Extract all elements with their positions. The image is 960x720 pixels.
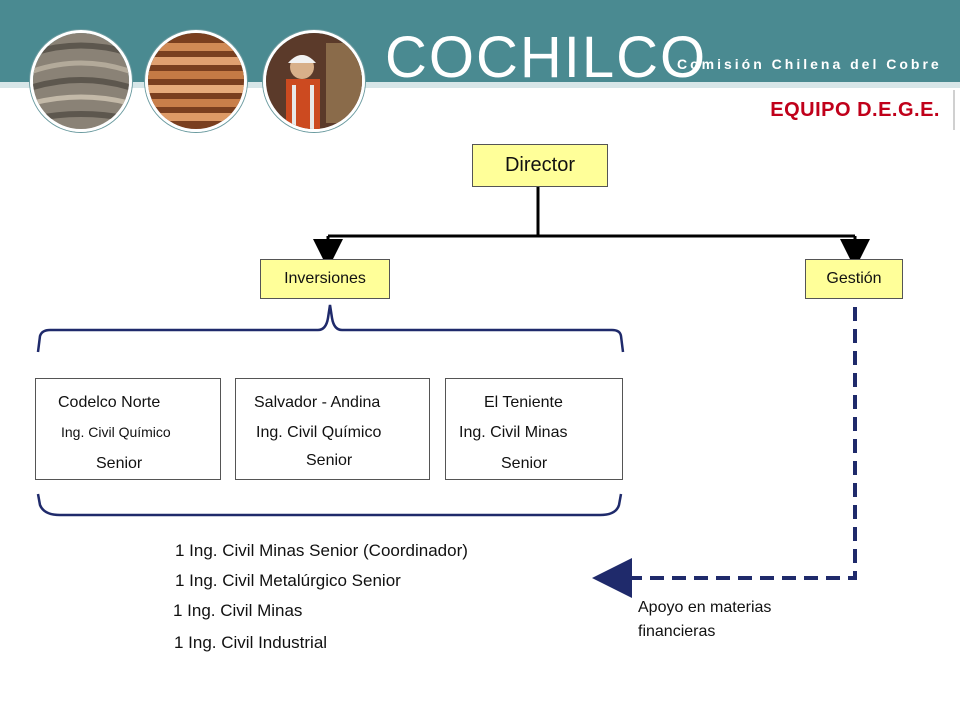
- director-box: Director: [472, 144, 608, 187]
- division-box-codelco-norte: Codelco Norte Ing. Civil Químico Senior: [35, 378, 221, 480]
- division-role: Ing. Civil Químico: [61, 424, 171, 440]
- division-name: Codelco Norte: [58, 394, 161, 411]
- division-name: El Teniente: [484, 394, 563, 411]
- cochilco-logo: COCHILCO Comisión Chilena del Cobre: [385, 20, 950, 92]
- title-divider: [953, 90, 955, 130]
- staff-item: 1 Ing. Civil Industrial: [174, 633, 328, 652]
- division-level: Senior: [96, 455, 143, 472]
- staff-item: 1 Ing. Civil Minas: [173, 601, 303, 620]
- header-strip: [0, 82, 960, 88]
- inversiones-label: Inversiones: [284, 270, 366, 287]
- top-brace: [36, 304, 625, 353]
- division-box-salvador-andina: Salvador - Andina Ing. Civil Químico Sen…: [235, 378, 430, 480]
- inversiones-box: Inversiones: [260, 259, 390, 299]
- director-label: Director: [504, 154, 575, 176]
- division-level: Senior: [306, 452, 353, 469]
- staff-item: 1 Ing. Civil Metalúrgico Senior: [175, 571, 401, 590]
- gestion-support-dashed-line: [592, 307, 857, 598]
- division-role: Ing. Civil Químico: [256, 424, 382, 441]
- support-label-line2: financieras: [638, 623, 716, 640]
- worker-photo: [263, 30, 365, 132]
- copper-cathodes-photo: [145, 30, 247, 132]
- staff-item: 1 Ing. Civil Minas Senior (Coordinador): [175, 541, 468, 560]
- brand-name: COCHILCO: [385, 25, 708, 90]
- mine-photo: [30, 30, 132, 132]
- division-level: Senior: [501, 455, 548, 472]
- division-box-el-teniente: El Teniente Ing. Civil Minas Senior: [445, 378, 623, 480]
- gestion-label: Gestión: [826, 270, 882, 287]
- page-title: EQUIPO D.E.G.E.: [770, 99, 940, 121]
- bottom-brace: [36, 493, 623, 517]
- gestion-box: Gestión: [805, 259, 903, 299]
- support-label-line1: Apoyo en materias: [638, 599, 772, 616]
- division-name: Salvador - Andina: [254, 394, 381, 411]
- division-role: Ing. Civil Minas: [459, 424, 568, 441]
- brand-subtitle: Comisión Chilena del Cobre: [677, 56, 942, 72]
